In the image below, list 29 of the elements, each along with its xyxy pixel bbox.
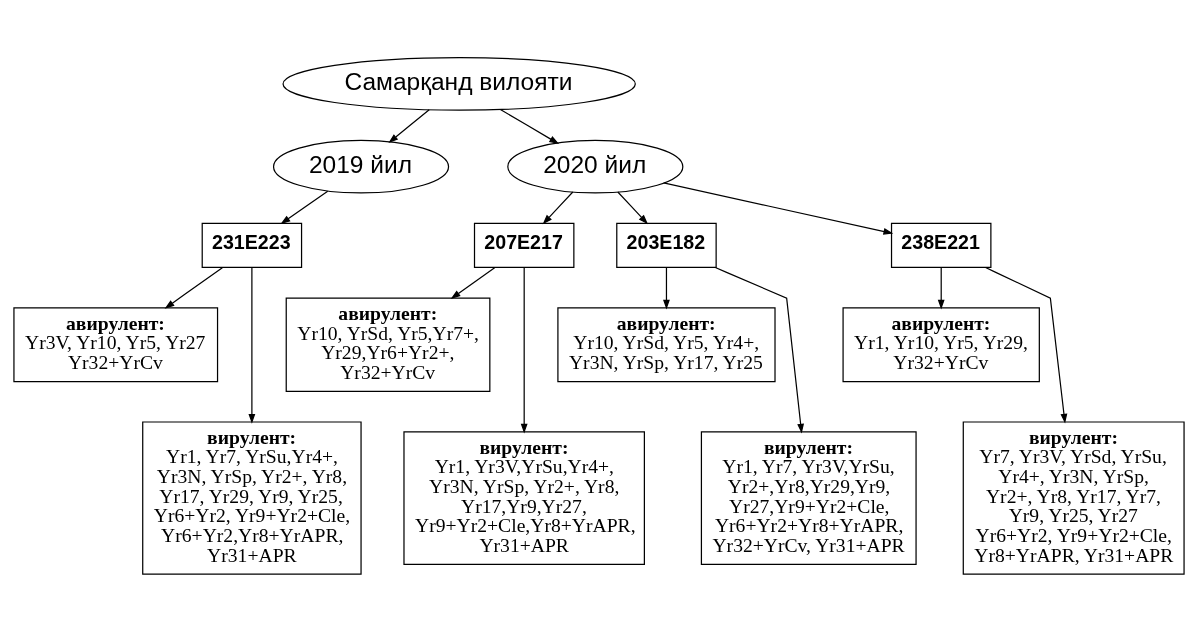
arrow xyxy=(542,191,574,225)
arrow xyxy=(714,266,805,434)
node-box: вирулент: Yr1, Yr3V,YrSu,Yr4+,Yr3N, YrSp, Yr2+, Yr8, Yr17,Yr9,Yr27,Yr9+Yr2+Cle,Yr8+YrAPR,Yr31+APR xyxy=(403,431,645,565)
node-box: авирулент: Yr10, YrSd, Yr5,Yr7+, Yr29,Yr6+Yr2+,Yr32+YrCv xyxy=(285,297,491,392)
node-ellipse: 2019 йил xyxy=(272,139,450,194)
arrow xyxy=(663,267,670,310)
node-box: вирулент: Yr1, Yr7, Yr3V,YrSu,Yr2+,Yr8,Yr29,Yr9,Yr27,Yr9+Yr2+Cle,Yr6+Yr2+Yr8+YrAPR,Yr32+YrCv, Yr31+APR xyxy=(700,431,917,565)
arrow xyxy=(248,266,256,424)
arrow xyxy=(388,109,430,144)
arrow xyxy=(499,108,560,145)
node-box: авирулент: Yr3V, Yr10, Yr5, Yr27 Yr32+YrCv xyxy=(13,307,219,383)
arrow xyxy=(617,191,648,225)
node-box: 238E221 xyxy=(890,222,992,269)
arrow xyxy=(280,190,329,225)
node-box: 207E217 xyxy=(473,222,575,269)
node-box: вирулент: Yr7, Yr3V, YrSd, YrSu, Yr4+, Yr3N, YrSp, Yr2+, Yr8, Yr17, Yr7, Yr9, Yr25, Yr27 Yr6+Yr2, Yr9+Yr2+Cle, Yr8+YrAPR, Yr31+APR xyxy=(962,421,1185,575)
arrow xyxy=(985,266,1068,424)
arrow xyxy=(937,267,945,310)
node-ellipse: Самарқанд вилояти xyxy=(282,57,636,111)
node-box: 203E182 xyxy=(616,222,717,269)
arrow xyxy=(164,267,223,309)
arrow xyxy=(520,266,528,434)
node-box: авирулент: Yr1, Yr10, Yr5, Yr29, Yr32+YrCv xyxy=(842,307,1040,383)
node-ellipse: 2020 йил xyxy=(507,139,684,194)
arrow xyxy=(663,182,894,235)
node-box: авирулент: Yr10, YrSd, Yr5, Yr4+, Yr3N, YrSp, Yr17, Yr25 xyxy=(557,307,776,383)
arrow xyxy=(450,267,496,299)
node-box: вирулент: Yr1, Yr7, YrSu,Yr4+, Yr3N, YrSp, Yr2+, Yr8,Yr17, Yr29, Yr9, Yr25,Yr6+Yr2, Yr9+Yr2+Cle, Yr6+Yr2,Yr8+YrAPR, Yr31+APR xyxy=(142,421,362,575)
node-box: 231E223 xyxy=(201,222,303,269)
